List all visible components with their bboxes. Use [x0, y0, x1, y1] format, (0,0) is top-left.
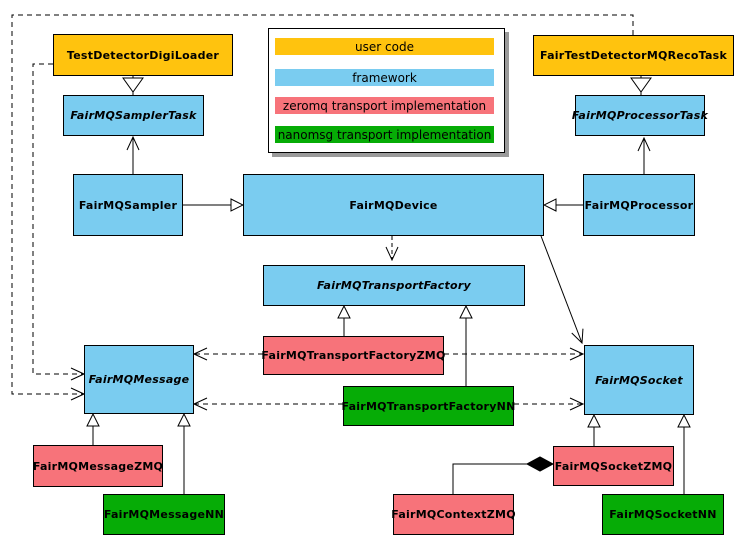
legend-item-user-code: user code [275, 38, 494, 55]
node-fairmqmessagezmq: FairMQMessageZMQ [33, 445, 163, 487]
node-fairmqdevice: FairMQDevice [243, 174, 544, 236]
node-fairmqtransportfactory: FairMQTransportFactory [263, 265, 525, 306]
node-fairmqcontextzmq: FairMQContextZMQ [391, 494, 516, 535]
legend: user code framework zeromq transport imp… [268, 28, 505, 153]
node-fairmqtransportfactoryzmq: FairMQTransportFactoryZMQ [261, 336, 445, 375]
node-fairmqmessagenn: FairMQMessageNN [103, 494, 225, 535]
node-fairmqsampler: FairMQSampler [73, 174, 183, 236]
legend-item-zeromq: zeromq transport implementation [275, 97, 494, 114]
legend-item-framework: framework [275, 69, 494, 86]
arrow-triangle-digiloader [122, 77, 144, 93]
composition-diamond-icon [525, 456, 555, 472]
edge-contextzmq-to-socketzmq [452, 463, 528, 494]
edge-digiloader-to-message [32, 63, 84, 374]
edge-recotask-to-message [11, 14, 634, 394]
node-fairmqprocessor: FairMQProcessor [583, 174, 695, 236]
node-fairmqprocessortask: FairMQProcessorTask [572, 95, 708, 136]
node-fairmqsocket: FairMQSocket [584, 345, 694, 415]
node-fairmqmessage: FairMQMessage [84, 345, 194, 414]
arrow-triangle-recotask [630, 77, 652, 93]
node-fairmqsamplertask: FairMQSamplerTask [63, 95, 204, 136]
node-fairmqsocketzmq: FairMQSocketZMQ [553, 446, 674, 486]
edge-device-to-socket [540, 235, 582, 343]
node-fairmqtransportfactorynn: FairMQTransportFactoryNN [341, 386, 515, 426]
node-fairmqsocketnn: FairMQSocketNN [602, 494, 724, 535]
node-fairtestdetectormqrecotask: FairTestDetectorMQRecoTask [533, 35, 734, 76]
node-testdetectordigiloader: TestDetectorDigiLoader [53, 34, 233, 76]
legend-item-nanomsg: nanomsg transport implementation [275, 126, 494, 143]
